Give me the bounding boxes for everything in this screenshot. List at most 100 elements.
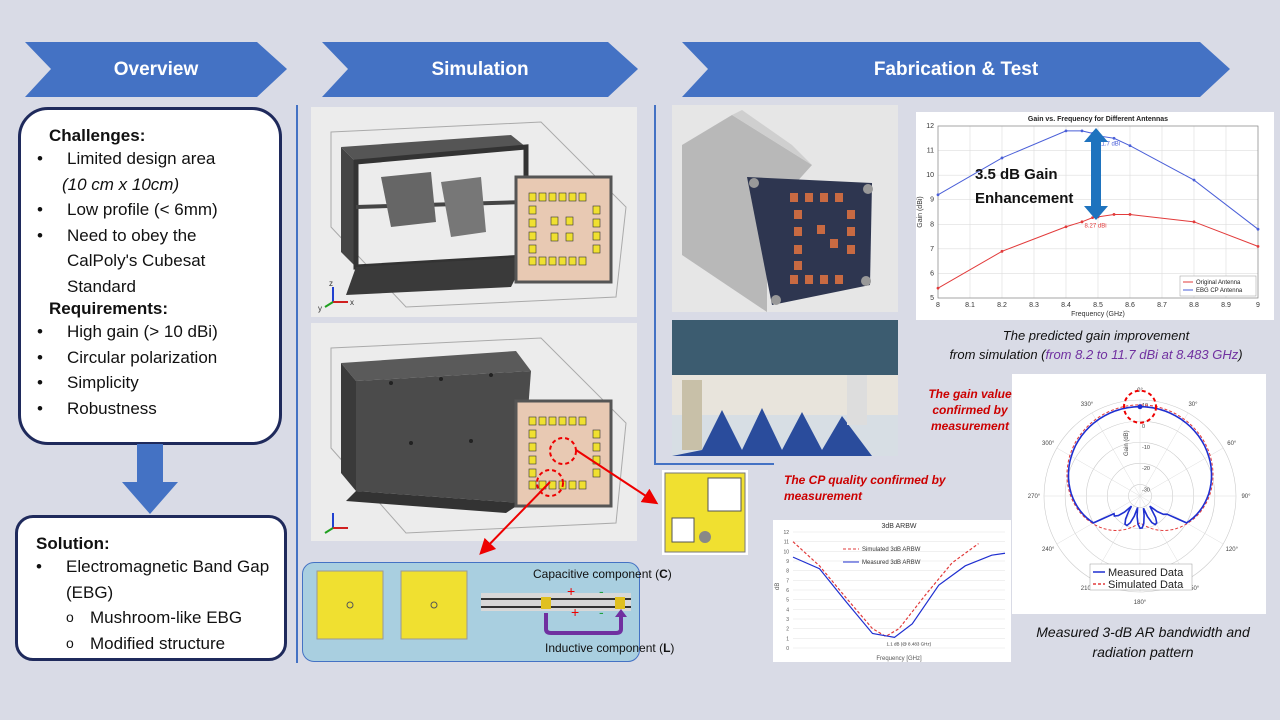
gain-point bbox=[1112, 213, 1116, 216]
polar-angle-label: 90° bbox=[1241, 494, 1251, 500]
axis-y-label: y bbox=[318, 304, 322, 313]
polar-angle-label: 180° bbox=[1134, 600, 1147, 606]
gain-legend-label: EBG CP Antenna bbox=[1196, 288, 1243, 294]
solution-item: Electromagnetic Band Gap (EBG) bbox=[36, 554, 276, 605]
simulation-header-label: Simulation bbox=[431, 58, 529, 80]
polar-angle-label: 120° bbox=[1226, 547, 1239, 553]
gain-enhancement-line2: Enhancement bbox=[975, 190, 1074, 207]
inductive-label: Inductive component (L) bbox=[545, 641, 675, 655]
solution-panel: Solution: Electromagnetic Band Gap (EBG)… bbox=[15, 515, 287, 661]
polar-spoke bbox=[1139, 412, 1189, 497]
polar-radial-label: -30 bbox=[1142, 487, 1150, 493]
polar-peak-point bbox=[1137, 404, 1143, 410]
requirement-item: Robustness bbox=[37, 396, 269, 422]
gain-point bbox=[1128, 213, 1132, 216]
gain-enhancement-label: 3.5 dB Gain Enhancement bbox=[975, 163, 1073, 211]
ar-ytick: 8 bbox=[786, 569, 789, 575]
polar-legend-label: Measured Data bbox=[1108, 567, 1184, 579]
ebg-components-box: Capacitive component (C) + - + - Inducti… bbox=[302, 562, 674, 662]
gain-xtick: 8.8 bbox=[1189, 302, 1199, 309]
gain-confirmed-note: The gain value confirmed by measurement bbox=[928, 387, 1012, 433]
polar-radial-label: 0 bbox=[1142, 424, 1145, 430]
polar-angle-label: 0° bbox=[1137, 388, 1143, 394]
challenges-title: Challenges: bbox=[49, 126, 146, 145]
divider-right-horizontal bbox=[654, 463, 774, 465]
ar-legend-label: Simulated 3dB ARBW bbox=[862, 547, 921, 553]
gain-ytick: 9 bbox=[930, 197, 934, 204]
requirements-title: Requirements: bbox=[49, 299, 169, 318]
ebg-cross-section: + - + - bbox=[481, 585, 631, 635]
gain-xtick: 8.7 bbox=[1157, 302, 1167, 309]
polar-angle-label: 60° bbox=[1227, 441, 1237, 447]
ar-min-label: 1.1 dB (@ 8.483 GHz) bbox=[886, 641, 931, 646]
axis-x-label: x bbox=[350, 298, 354, 307]
gain-ytick: 6 bbox=[930, 270, 934, 277]
gain-xtick: 8.1 bbox=[965, 302, 975, 309]
anechoic-chamber-photo bbox=[672, 320, 898, 456]
polar-legend-box bbox=[1089, 563, 1193, 591]
ar-ytick: 11 bbox=[784, 540, 789, 546]
polar-simulated-line bbox=[1066, 404, 1214, 532]
polar-peak-highlight bbox=[1123, 389, 1157, 424]
solution-subitem: Modified structure bbox=[40, 631, 276, 657]
gain-xtick: 8 bbox=[936, 302, 940, 309]
gain-legend-label: Original Antenna bbox=[1196, 280, 1241, 286]
overview-header-label: Overview bbox=[113, 58, 199, 80]
gain-xtick: 8.2 bbox=[997, 302, 1007, 309]
polar-radial-label: 10 bbox=[1142, 403, 1148, 409]
unit-cell-detail bbox=[662, 470, 748, 555]
cubesat-closed-render bbox=[311, 323, 637, 541]
polar-angle-label: 300° bbox=[1042, 441, 1055, 447]
gain-point bbox=[936, 286, 940, 290]
gain-point bbox=[1064, 225, 1068, 229]
ebg-patch-2 bbox=[400, 570, 468, 640]
bottom-caption: Measured 3-dB AR bandwidth and radiation… bbox=[1036, 624, 1250, 660]
gain-point bbox=[936, 193, 940, 197]
ebg-patch-1 bbox=[316, 570, 384, 640]
ar-ytick: 3 bbox=[786, 617, 789, 623]
gain-ytick: 10 bbox=[926, 172, 934, 179]
gain-chart-title: Gain vs. Frequency for Different Antenna… bbox=[1028, 116, 1168, 123]
gain-point bbox=[1080, 129, 1084, 133]
solution-subitem: Mushroom-like EBG bbox=[40, 605, 276, 631]
gain-point bbox=[1000, 249, 1004, 253]
solution-title: Solution: bbox=[36, 534, 110, 553]
polar-angle-label: 30° bbox=[1188, 402, 1198, 408]
gain-xtick: 8.5 bbox=[1093, 302, 1103, 309]
divider-left bbox=[296, 105, 298, 663]
challenge-item: Limited design area(10 cm x 10cm) bbox=[37, 146, 269, 197]
ar-ytick: 9 bbox=[786, 559, 789, 565]
gain-point bbox=[1080, 220, 1084, 224]
solution-list: Electromagnetic Band Gap (EBG) bbox=[36, 554, 276, 605]
ar-ytick: 7 bbox=[786, 578, 789, 584]
polar-angle-label: 270° bbox=[1028, 494, 1041, 500]
simulation-header: Simulation bbox=[322, 42, 638, 97]
gain-point bbox=[1192, 178, 1196, 182]
overview-panel: Challenges: Limited design area(10 cm x … bbox=[18, 107, 282, 445]
gain-point bbox=[1256, 227, 1260, 231]
gain-point bbox=[1192, 220, 1196, 224]
plus-sign-1: + bbox=[567, 585, 575, 599]
gain-caption: The predicted gain improvement from simu… bbox=[949, 328, 1243, 362]
requirement-item: High gain (> 10 dBi) bbox=[37, 319, 269, 345]
fabrication-header-label: Fabrication & Test bbox=[873, 58, 1039, 80]
challenge-item: Low profile (< 6mm) bbox=[37, 197, 269, 223]
gain-xtick: 8.4 bbox=[1061, 302, 1071, 309]
gain-ytick: 12 bbox=[926, 123, 934, 130]
requirement-item: Simplicity bbox=[37, 370, 269, 396]
gain-ytick: 5 bbox=[930, 295, 934, 302]
gain-xlabel: Frequency (GHz) bbox=[1071, 311, 1125, 318]
gain-xtick: 8.3 bbox=[1029, 302, 1039, 309]
gain-point bbox=[1091, 216, 1094, 220]
ar-ylabel: dB bbox=[775, 583, 781, 590]
ar-ytick: 10 bbox=[783, 549, 789, 555]
down-arrow-icon bbox=[122, 444, 178, 514]
polar-measured-line bbox=[1067, 405, 1213, 530]
ar-ytick: 5 bbox=[786, 598, 789, 604]
gain-point bbox=[1064, 129, 1068, 133]
ar-ytick: 12 bbox=[783, 530, 789, 536]
ar-ytick: 2 bbox=[786, 627, 789, 633]
plus-sign-2: + bbox=[571, 604, 579, 620]
